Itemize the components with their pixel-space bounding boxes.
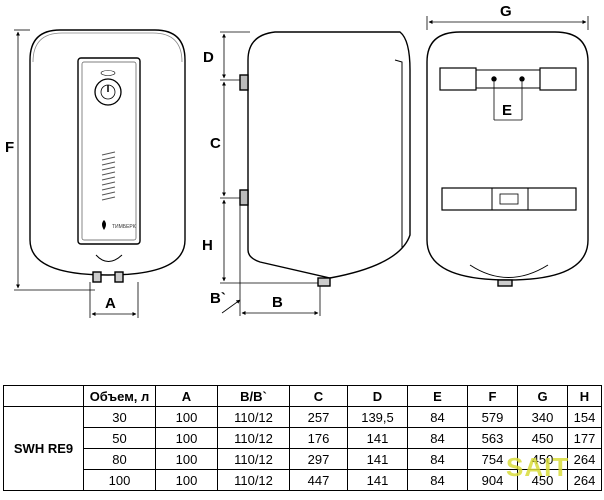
- back-dimensions: [426, 16, 589, 121]
- brand-logo: ТИМБЕРК: [102, 220, 136, 230]
- table-cell: 84: [407, 427, 468, 449]
- table-header-row: Объем, л A B/B` C D E F G H: [3, 385, 602, 407]
- front-view: [29, 29, 186, 283]
- table-cell: 80: [83, 448, 156, 470]
- table-cell: 141: [347, 469, 408, 491]
- table-cell: 141: [347, 427, 408, 449]
- table-cell: 100: [83, 469, 156, 491]
- header-e: E: [407, 385, 468, 407]
- dim-label-h: H: [202, 237, 213, 254]
- model-name-cell: SWH RE9: [3, 406, 84, 491]
- table-cell: 154: [567, 406, 602, 428]
- header-volume: Объем, л: [83, 385, 156, 407]
- dim-label-g: G: [500, 3, 512, 20]
- dim-label-a: A: [105, 295, 116, 312]
- table-cell: 563: [467, 427, 518, 449]
- brand-label: ТИМБЕРК: [112, 224, 136, 230]
- header-g: G: [517, 385, 568, 407]
- dim-label-d: D: [203, 49, 214, 66]
- table-cell: 50: [83, 427, 156, 449]
- table-cell: 110/12: [217, 448, 290, 470]
- table-row: 100 100 110/12 447 141 84 904 450 264: [4, 469, 602, 491]
- table-cell: 110/12: [217, 469, 290, 491]
- table-cell: 100: [155, 406, 218, 428]
- front-dimensions: [14, 29, 139, 318]
- header-empty-cell: [3, 385, 84, 407]
- table-cell: 450: [517, 427, 568, 449]
- indicator-stripe: [101, 151, 116, 201]
- table-cell: 297: [289, 448, 348, 470]
- dim-label-f: F: [5, 139, 14, 156]
- table-cell: 340: [517, 406, 568, 428]
- side-view: [239, 31, 411, 287]
- table-cell: 84: [407, 469, 468, 491]
- table-cell: 100: [155, 469, 218, 491]
- table-cell: 141: [347, 448, 408, 470]
- table-cell: 110/12: [217, 427, 290, 449]
- back-view: [426, 31, 589, 287]
- table-row: 80 100 110/12 297 141 84 754 450 264: [4, 448, 602, 470]
- header-a: A: [155, 385, 218, 407]
- table-cell: 176: [289, 427, 348, 449]
- header-d: D: [347, 385, 408, 407]
- table-cell: 264: [567, 448, 602, 470]
- table-cell: 447: [289, 469, 348, 491]
- table-cell: 30: [83, 406, 156, 428]
- dim-label-b-prime: B`: [210, 290, 226, 307]
- side-dimensions: [220, 31, 321, 316]
- table-cell: 754: [467, 448, 518, 470]
- dim-label-c: C: [210, 135, 221, 152]
- table-cell: 100: [155, 427, 218, 449]
- table-cell: 84: [407, 406, 468, 428]
- header-c: C: [289, 385, 348, 407]
- technical-drawing: ТИМБЕРК F A D C H B` B: [5, 3, 589, 318]
- dim-label-e: E: [502, 102, 512, 119]
- table-cell: 139,5: [347, 406, 408, 428]
- dimensions-table: Объем, л A B/B` C D E F G H SWH RE9 30 1…: [3, 385, 602, 491]
- table-cell: 264: [567, 469, 602, 491]
- table-row: 50 100 110/12 176 141 84 563 450 177: [4, 427, 602, 449]
- header-f: F: [467, 385, 518, 407]
- table-cell: 257: [289, 406, 348, 428]
- table-cell: 110/12: [217, 406, 290, 428]
- table-cell: 100: [155, 448, 218, 470]
- table-cell: 84: [407, 448, 468, 470]
- table-row: SWH RE9 30 100 110/12 257 139,5 84 579 3…: [3, 406, 602, 491]
- table-cell: 579: [467, 406, 518, 428]
- watermark-logo: SAIT: [506, 452, 570, 482]
- table-cell: 904: [467, 469, 518, 491]
- table-cell: 177: [567, 427, 602, 449]
- header-h: H: [567, 385, 602, 407]
- header-b: B/B`: [217, 385, 290, 407]
- dim-label-b: B: [272, 294, 283, 311]
- table-cell: 450: [517, 469, 568, 491]
